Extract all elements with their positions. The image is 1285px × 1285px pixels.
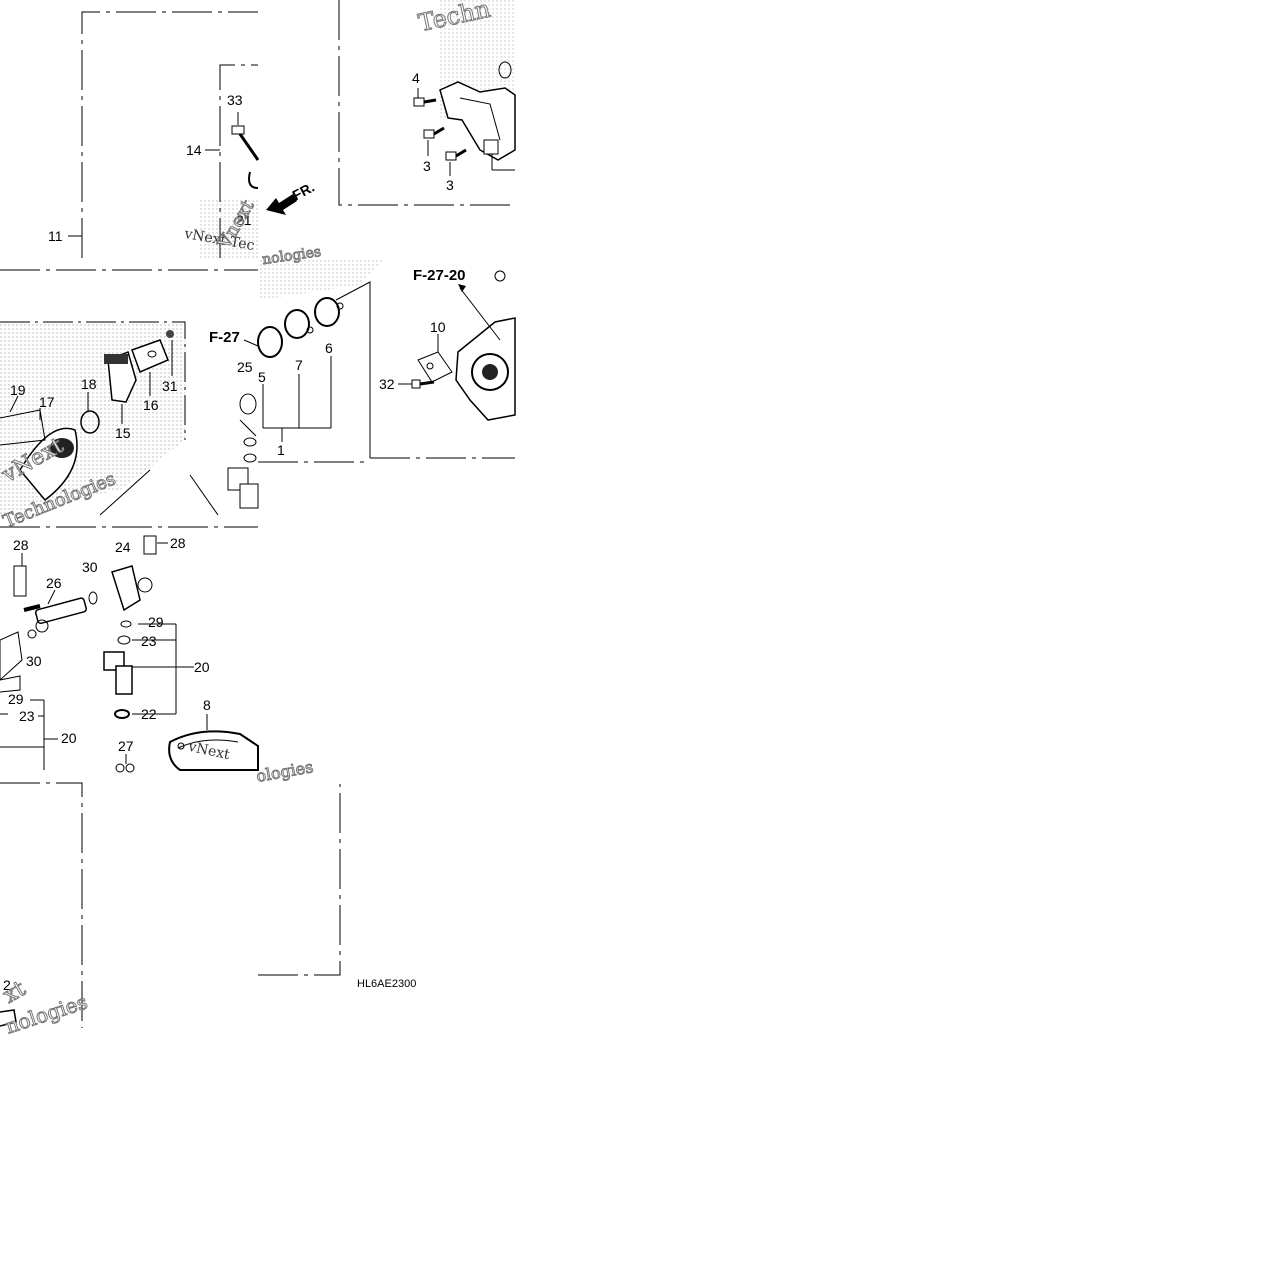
callout-28b: 28 [170, 535, 186, 551]
callout-29a: 29 [148, 614, 164, 630]
cover-8-shape [115, 730, 259, 773]
callout-5: 5 [258, 369, 266, 385]
callout-29b: 29 [8, 691, 24, 707]
callout-3b: 3 [446, 177, 454, 193]
callout-11: 11 [48, 228, 63, 244]
callout-15: 15 [115, 425, 131, 441]
callout-7: 7 [295, 357, 303, 373]
callout-30a: 30 [82, 559, 98, 575]
callout-18: 18 [81, 376, 97, 392]
front-arrow-shape [266, 194, 297, 215]
throttle-body-shape [417, 270, 516, 421]
bolt-33-shape [231, 125, 260, 189]
throttle-sensor-shape [0, 330, 174, 502]
callout-33: 33 [227, 92, 243, 108]
o-rings-shape [257, 297, 344, 358]
callout-4: 4 [412, 70, 420, 86]
callout-24: 24 [115, 539, 131, 555]
bolt-32-shape [411, 379, 435, 389]
callout-27: 27 [118, 738, 134, 754]
tile-bottom-corner [0, 782, 83, 1028]
callout-1: 1 [277, 442, 285, 458]
tile-mid-mid [227, 258, 516, 509]
callout-20b: 20 [61, 730, 77, 746]
callout-16: 16 [143, 397, 159, 413]
callout-26: 26 [46, 575, 62, 591]
elbow-24-shape [88, 535, 157, 612]
callout-17: 17 [39, 394, 55, 410]
callout-21: 21 [236, 212, 252, 228]
callout-3a: 3 [423, 158, 431, 174]
callout-8: 8 [203, 697, 211, 713]
tile-mid-left [0, 269, 258, 516]
callout-32: 32 [379, 376, 395, 392]
drawing-code: HL6AE2300 [357, 978, 417, 990]
valve-25-shape [227, 393, 259, 509]
injector-20-shape [103, 620, 133, 719]
sensor-housing-shape [439, 61, 516, 171]
callout-14: 14 [186, 142, 202, 158]
callout-19: 19 [10, 382, 26, 398]
bolt-3b-shape [445, 148, 467, 176]
callout-6: 6 [325, 340, 333, 356]
callout-25: 25 [237, 359, 253, 375]
callout-30b: 30 [26, 653, 42, 669]
callout-28a: 28 [13, 537, 29, 553]
callout-20a: 20 [194, 659, 210, 675]
callout-23a: 23 [141, 633, 157, 649]
tile-top-left [68, 11, 297, 258]
tile-top-mid [338, 0, 516, 206]
callout-2: 2 [3, 977, 11, 993]
callout-23b: 23 [19, 708, 35, 724]
tile-bottom-extra [258, 784, 341, 976]
callout-10: 10 [430, 319, 446, 335]
bolt-4-shape [413, 88, 437, 107]
tile-bottom-left [0, 526, 259, 773]
reference-label-f27[interactable]: F-27 [209, 329, 240, 346]
reference-label-f27-20[interactable]: F-27-20 [413, 267, 466, 284]
callout-22: 22 [141, 706, 157, 722]
callout-31: 31 [162, 378, 178, 394]
bolt-3a-shape [423, 126, 445, 156]
regulator-26-shape [0, 565, 88, 693]
